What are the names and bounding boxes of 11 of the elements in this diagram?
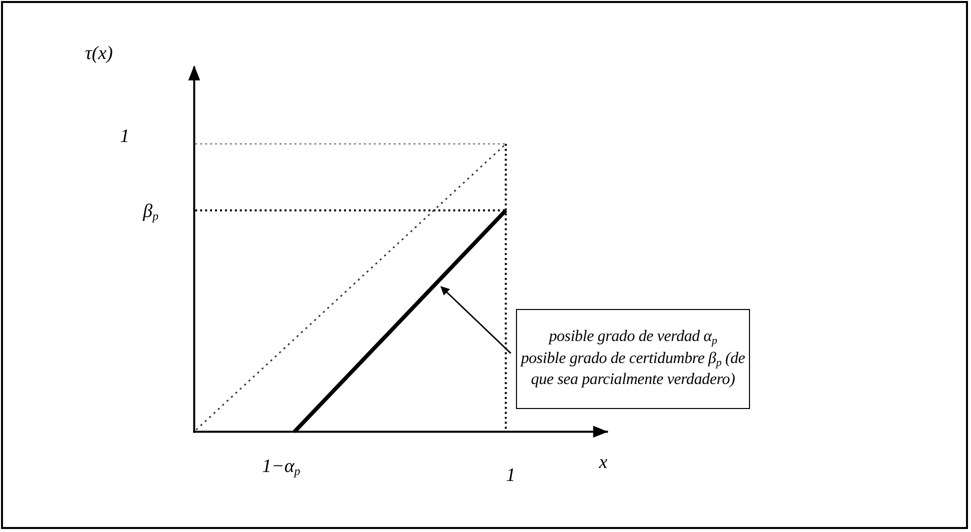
axis-label: τ(x) xyxy=(85,44,113,63)
tick-label: 1 xyxy=(506,466,516,485)
truth-line xyxy=(293,209,508,434)
callout-text: posible grado de verdad α$_{p}$ xyxy=(548,327,718,349)
tick-label: β$_{p}$ xyxy=(143,202,158,222)
callout-text: posible grado de certidumbre β$_{p}$ (de que sea parcialmente verdadero) xyxy=(519,348,746,390)
tick-label: 1 xyxy=(120,127,130,146)
callout-box xyxy=(516,309,750,409)
tick-label: 1−α$_{p}$ xyxy=(262,457,300,477)
arrow xyxy=(440,286,512,354)
axis-label: x xyxy=(599,453,608,472)
